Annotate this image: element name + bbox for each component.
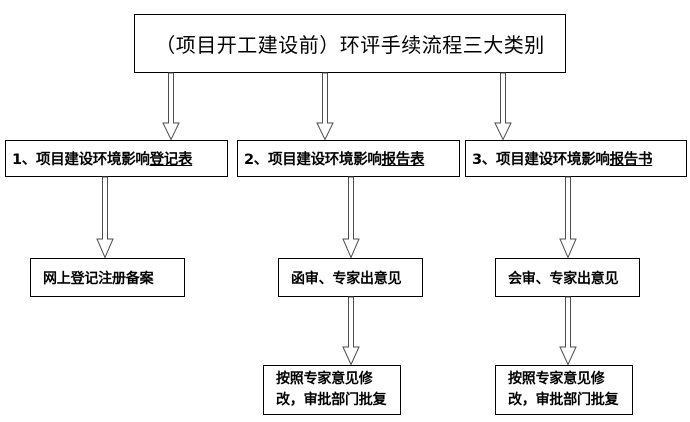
category-box-3-prefix: 3、项目建设环境影响 (472, 152, 610, 168)
title-box-label: （项目开工建设前）环评手续流程三大类别 (155, 35, 545, 57)
category-box-2-prefix: 2、项目建设环境影响 (244, 152, 382, 168)
category-box-1-label: 1、项目建设环境影响登记表 (6, 148, 227, 169)
category-box-1-prefix: 1、项目建设环境影响 (12, 152, 150, 168)
connector-step-3-to-final-3 (559, 296, 577, 366)
connector-title-to-cat-2 (316, 72, 334, 141)
step-box-2-label: 函审、专家出意见 (291, 270, 402, 287)
connector-title-to-cat-3 (494, 72, 512, 141)
connector-step-2-to-final-2 (342, 296, 360, 366)
category-box-2-label: 2、项目建设环境影响报告表 (238, 148, 459, 169)
connector-cat-3-to-step-3 (559, 176, 577, 259)
category-box-1-emphasis: 登记表 (149, 152, 193, 168)
final-box-3-label: 按照专家意见修 改，审批部门批复 (508, 371, 619, 408)
category-box-2-emphasis: 报告表 (381, 152, 425, 168)
final-box-3: 按照专家意见修 改，审批部门批复 (495, 365, 633, 415)
final-box-2: 按照专家意见修 改，审批部门批复 (263, 365, 401, 415)
connector-cat-1-to-step-1 (96, 176, 114, 259)
step-box-3-label: 会审、专家出意见 (508, 270, 619, 287)
category-box-3-label: 3、项目建设环境影响报告书 (466, 148, 686, 169)
category-box-1: 1、项目建设环境影响登记表 (5, 140, 228, 177)
title-box: （项目开工建设前）环评手续流程三大类别 (134, 14, 566, 73)
connector-cat-2-to-step-2 (342, 176, 360, 259)
category-box-3-emphasis: 报告书 (609, 152, 653, 168)
step-box-3: 会审、专家出意见 (495, 258, 640, 297)
step-box-1-label: 网上登记注册备案 (43, 270, 154, 287)
category-box-3: 3、项目建设环境影响报告书 (465, 140, 687, 177)
category-box-2: 2、项目建设环境影响报告表 (237, 140, 460, 177)
step-box-1: 网上登记注册备案 (30, 258, 185, 297)
step-box-2: 函审、专家出意见 (278, 258, 423, 297)
connector-title-to-cat-1 (162, 72, 180, 141)
final-box-2-label: 按照专家意见修 改，审批部门批复 (276, 371, 387, 408)
